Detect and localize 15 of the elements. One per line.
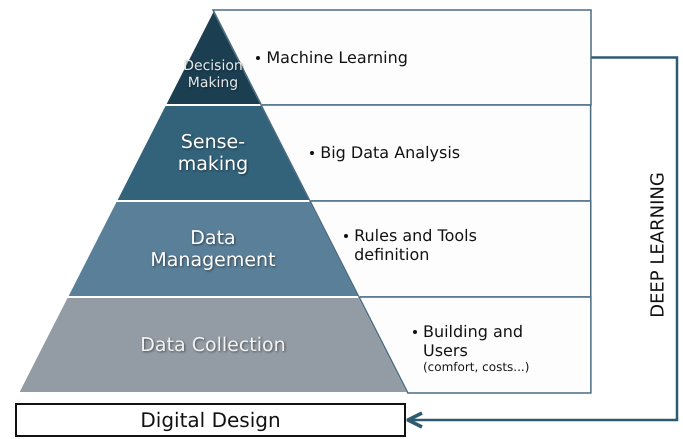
bullet-text: Machine Learning — [256, 48, 408, 67]
layer-label: Data Management — [149, 227, 277, 271]
description-box — [310, 201, 591, 297]
description-box — [261, 105, 591, 201]
layer-label: Data Collection — [139, 334, 287, 356]
pyramid-layer — [18, 297, 408, 393]
bullet-text: Rules and Tools definition — [344, 226, 514, 264]
layer-label: Sense-making — [176, 131, 250, 175]
bullet-text: Big Data Analysis — [310, 143, 460, 162]
arrow — [406, 56, 678, 429]
side-label: DEEP LEARNING — [648, 172, 668, 318]
foundation-label: Digital Design — [139, 407, 282, 434]
foundation-box — [15, 403, 406, 437]
bullet-text: Building and Users (comfort, costs...) — [412, 322, 553, 375]
layer-label: Decision Making — [182, 58, 244, 92]
